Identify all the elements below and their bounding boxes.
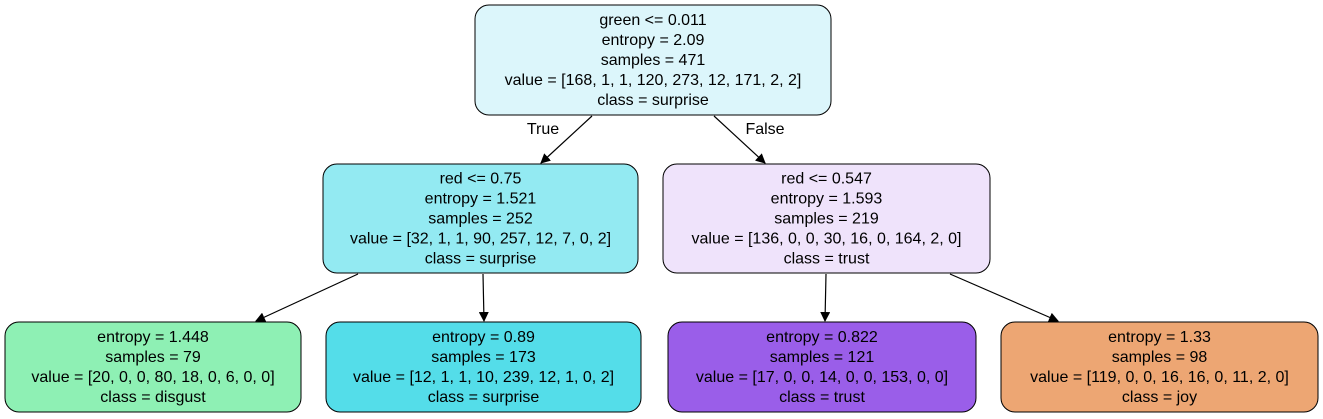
edges: True False [255, 115, 1059, 322]
node-line: samples = 121 [770, 349, 875, 366]
node-line: class = disgust [100, 389, 206, 406]
node-box [4, 321, 302, 413]
node-line: red <= 0.75 [440, 171, 522, 188]
node-line: entropy = 1.521 [425, 191, 537, 208]
node-line: value = [12, 1, 1, 10, 239, 12, 1, 0, 2] [353, 369, 614, 386]
node-line: green <= 0.011 [599, 12, 706, 29]
edge-root-left [540, 115, 593, 164]
node-line: samples = 79 [105, 349, 201, 366]
node-line: value = [32, 1, 1, 90, 257, 12, 7, 0, 2] [350, 231, 611, 248]
tree-node-rl: entropy = 0.822 samples = 121 value = [17,… [667, 321, 977, 413]
node-line: entropy = 1.448 [97, 329, 209, 346]
node-line: class = joy [1122, 389, 1197, 406]
node-line: entropy = 1.593 [771, 191, 883, 208]
edge-right-rr [949, 273, 1059, 322]
edge-left-ll [255, 273, 359, 322]
node-line: samples = 219 [774, 211, 879, 228]
node-box [1000, 321, 1319, 413]
node-line: value = [119, 0, 0, 16, 16, 0, 11, 2, 0] [1030, 369, 1289, 386]
edge-right-rl [820, 273, 831, 322]
edge-left-lr [478, 273, 489, 322]
tree-node-lr: entropy = 0.89 samples = 173 value = [12, … [325, 321, 642, 413]
edge-root-right [713, 115, 766, 164]
node-box [322, 163, 639, 274]
edge-label-false: False [745, 121, 784, 138]
node-line: value = [136, 0, 0, 30, 16, 0, 164, 2, 0… [692, 231, 962, 248]
node-line: entropy = 2.09 [602, 32, 705, 49]
node-line: samples = 98 [1112, 349, 1208, 366]
node-line: class = trust [784, 251, 870, 268]
tree-node-left: red <= 0.75 entropy = 1.521 samples = 252 v… [322, 163, 639, 274]
node-box [667, 321, 977, 413]
node-line: samples = 173 [431, 349, 536, 366]
tree-node-rr: entropy = 1.33 samples = 98 value = [119, … [1000, 321, 1319, 413]
tree-node-right: red <= 0.547 entropy = 1.593 samples = 219… [662, 163, 991, 274]
tree-node-ll: entropy = 1.448 samples = 79 value = [20, … [4, 321, 302, 413]
node-line: class = trust [779, 389, 865, 406]
node-line: entropy = 0.822 [766, 329, 878, 346]
node-line: samples = 471 [601, 52, 706, 69]
node-line: red <= 0.547 [781, 171, 872, 188]
node-box [325, 321, 642, 413]
node-line: value = [168, 1, 1, 120, 273, 12, 171, 2… [505, 72, 802, 89]
node-line: entropy = 0.89 [432, 329, 535, 346]
node-line: entropy = 1.33 [1108, 329, 1211, 346]
tree-node-root: green <= 0.011 entropy = 2.09 samples = 47… [474, 4, 832, 116]
node-line: value = [20, 0, 0, 80, 18, 0, 6, 0, 0] [31, 369, 274, 386]
node-line: class = surprise [428, 389, 540, 406]
node-line: class = surprise [425, 251, 537, 268]
node-box [662, 163, 991, 274]
node-line: value = [17, 0, 0, 14, 0, 0, 153, 0, 0] [696, 369, 948, 386]
edge-label-true: True [527, 121, 559, 138]
nodes: green <= 0.011 entropy = 2.09 samples = 47… [4, 4, 1319, 413]
node-line: class = surprise [597, 92, 709, 109]
node-box [474, 4, 832, 116]
node-line: samples = 252 [428, 211, 533, 228]
